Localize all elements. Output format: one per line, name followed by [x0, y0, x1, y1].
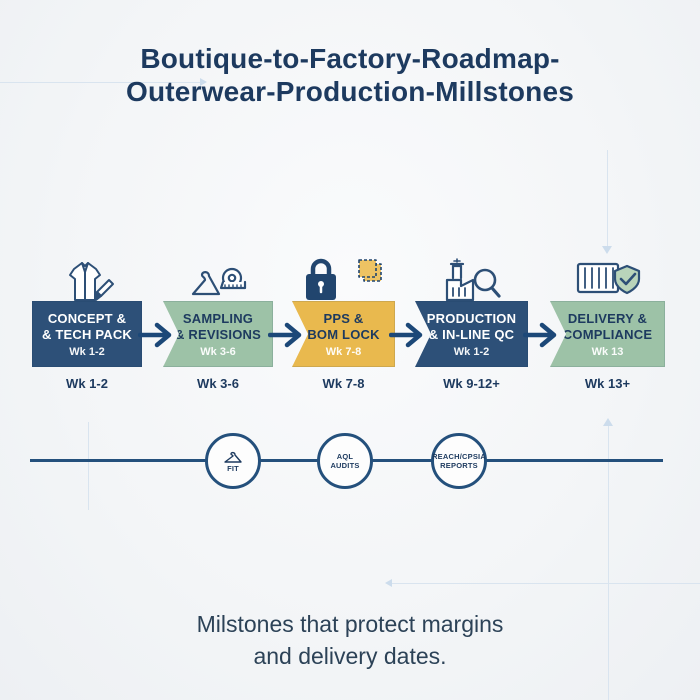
guide-arrow-right-icon: [200, 78, 207, 86]
stage-concept-tech-pack: CONCEPT & & TECH PACK Wk 1-2 Wk 1-2: [32, 258, 142, 391]
caption-line2: and delivery dates.: [253, 643, 447, 669]
guide-arrow-left-icon: [385, 579, 392, 587]
stage-week-below: Wk 13+: [584, 376, 631, 391]
stage-label-line2: & IN-LINE QC: [428, 326, 515, 342]
stage-week-below: Wk 7-8: [322, 376, 365, 391]
milestone-label-line1: AQL: [336, 452, 354, 461]
stage-label-line2: & REVISIONS: [175, 326, 261, 342]
milestone-fit: FIT: [205, 433, 261, 489]
milestone-reach-cpsia: REACH/CPSIA REPORTS: [431, 433, 487, 489]
stage-label-line1: DELIVERY &: [567, 310, 648, 326]
stage-week-below: Wk 9-12+: [443, 376, 500, 391]
stage-label-line2: COMPLIANCE: [562, 326, 653, 342]
stage-week-below: Wk 1-2: [66, 376, 108, 391]
stage-label-line2: BOM LOCK: [307, 326, 380, 342]
stage-label-line1: CONCEPT &: [47, 310, 127, 326]
guide-line-top: [0, 82, 200, 83]
caption-line1: Milstones that protect margins: [196, 611, 504, 637]
stage-label: PPS & BOM LOCK: [307, 311, 379, 343]
stage-label-line1: PRODUCTION: [426, 310, 517, 326]
milestone-label-line1: REACH/CPSIA: [432, 452, 486, 461]
stage-box: PPS & BOM LOCK Wk 7-8: [292, 301, 395, 367]
milestone-label: FIT: [227, 464, 239, 473]
milestone-label-line2: AUDITS: [330, 461, 360, 470]
flow-arrow-icon: [268, 322, 302, 348]
stage-box: SAMPLING & REVISIONS Wk 3-6: [163, 301, 273, 367]
guide-line-timeline-left: [88, 422, 89, 510]
hanger-tape-icon: [163, 258, 273, 302]
stage-week-inside: Wk 1-2: [69, 345, 105, 358]
stage-production-inline-qc: PRODUCTION & IN-LINE QC Wk 1-2 Wk 9-12+: [415, 258, 528, 391]
stage-pps-bom-lock: PPS & BOM LOCK Wk 7-8 Wk 7-8: [292, 258, 395, 391]
stage-week-below: Wk 3-6: [197, 376, 239, 391]
flow-arrow-icon: [389, 322, 423, 348]
container-shield-icon: [550, 258, 665, 302]
flow-arrow-icon: [523, 322, 557, 348]
milestone-label: REACH/CPSIA REPORTS: [432, 452, 486, 470]
milestone-label-line1: FIT: [227, 463, 239, 473]
guide-line-lower-right: [608, 426, 609, 700]
stage-label: PRODUCTION & IN-LINE QC: [427, 311, 516, 343]
hanger-icon: [224, 451, 242, 463]
factory-magnifier-icon: [415, 258, 528, 302]
stage-label-line1: PPS &: [323, 310, 364, 326]
stage-week-inside: Wk 1-2: [453, 345, 490, 358]
stage-label: CONCEPT & & TECH PACK: [42, 311, 132, 343]
milestone-label-line2: REPORTS: [440, 461, 478, 470]
page-title: Boutique-to-Factory-Roadmap- Outerwear-P…: [0, 42, 700, 108]
stage-label: SAMPLING & REVISIONS: [175, 311, 261, 343]
stage-sampling-revisions: SAMPLING & REVISIONS Wk 3-6 Wk 3-6: [163, 258, 273, 391]
stage-week-inside: Wk 3-6: [200, 345, 236, 358]
page-title-line1: Boutique-to-Factory-Roadmap-: [140, 43, 560, 74]
stage-box: PRODUCTION & IN-LINE QC Wk 1-2: [415, 301, 528, 367]
guide-line-upper-right: [607, 150, 608, 248]
lock-swatch-icon: [292, 258, 395, 302]
flow-arrow-icon: [138, 322, 172, 348]
jacket-pencil-icon: [32, 258, 142, 302]
stage-box: CONCEPT & & TECH PACK Wk 1-2: [32, 301, 142, 367]
guide-arrow-down-icon: [602, 246, 612, 254]
stage-delivery-compliance: DELIVERY & COMPLIANCE Wk 13 Wk 13+: [550, 258, 665, 391]
page-title-line2: Outerwear-Production-Millstones: [125, 76, 575, 107]
milestone-aql-audits: AQL AUDITS: [317, 433, 373, 489]
caption: Milstones that protect margins and deliv…: [0, 608, 700, 672]
milestone-label: AQL AUDITS: [330, 452, 359, 470]
guide-arrow-up-icon: [603, 418, 613, 426]
stage-box: DELIVERY & COMPLIANCE Wk 13: [550, 301, 665, 367]
stage-label-line2: & TECH PACK: [41, 326, 133, 342]
stage-label-line1: SAMPLING: [182, 310, 254, 326]
guide-line-bottom: [392, 583, 700, 584]
stage-week-inside: Wk 7-8: [325, 345, 362, 358]
stage-label: DELIVERY & COMPLIANCE: [563, 311, 652, 343]
stage-week-inside: Wk 13: [591, 345, 624, 358]
